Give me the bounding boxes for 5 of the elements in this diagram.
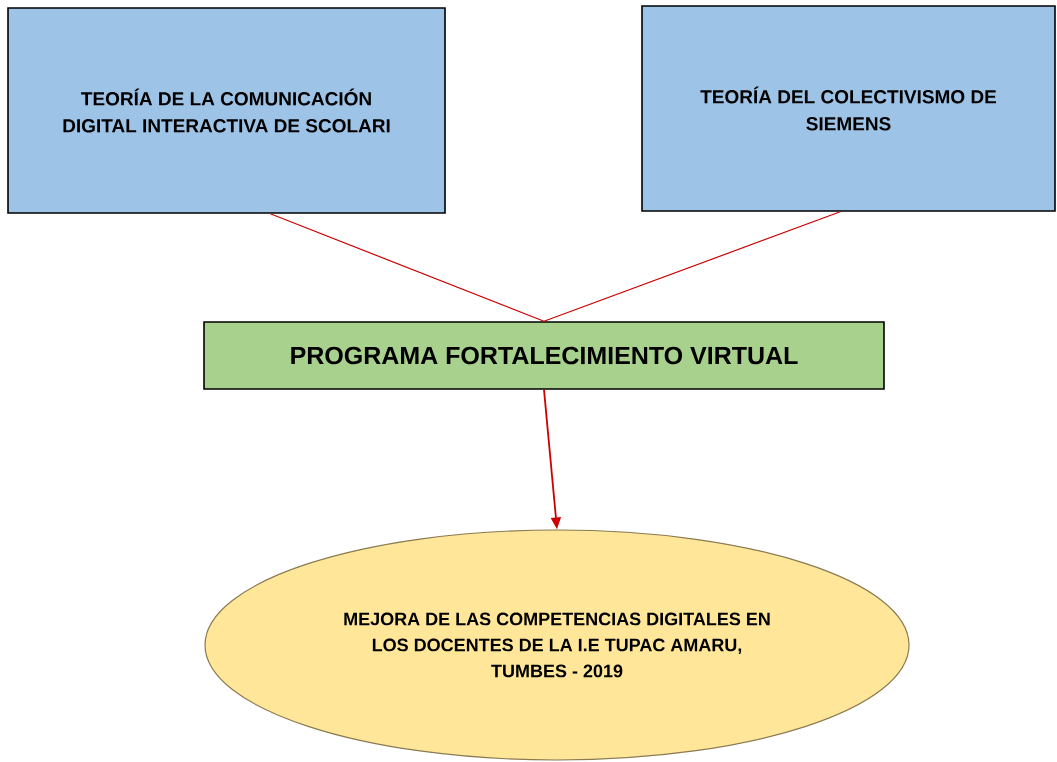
connector-line	[269, 213, 545, 322]
connector-line	[543, 211, 841, 322]
theory-box: TEORÍA DEL COLECTIVISMO DE SIEMENS	[641, 5, 1056, 212]
theory-box: TEORÍA DE LA COMUNICACIÓN DIGITAL INTERACTIVA DE SCOLARI	[7, 7, 446, 214]
program-box: PROGRAMA FORTALECIMIENTO VIRTUAL	[203, 321, 885, 390]
